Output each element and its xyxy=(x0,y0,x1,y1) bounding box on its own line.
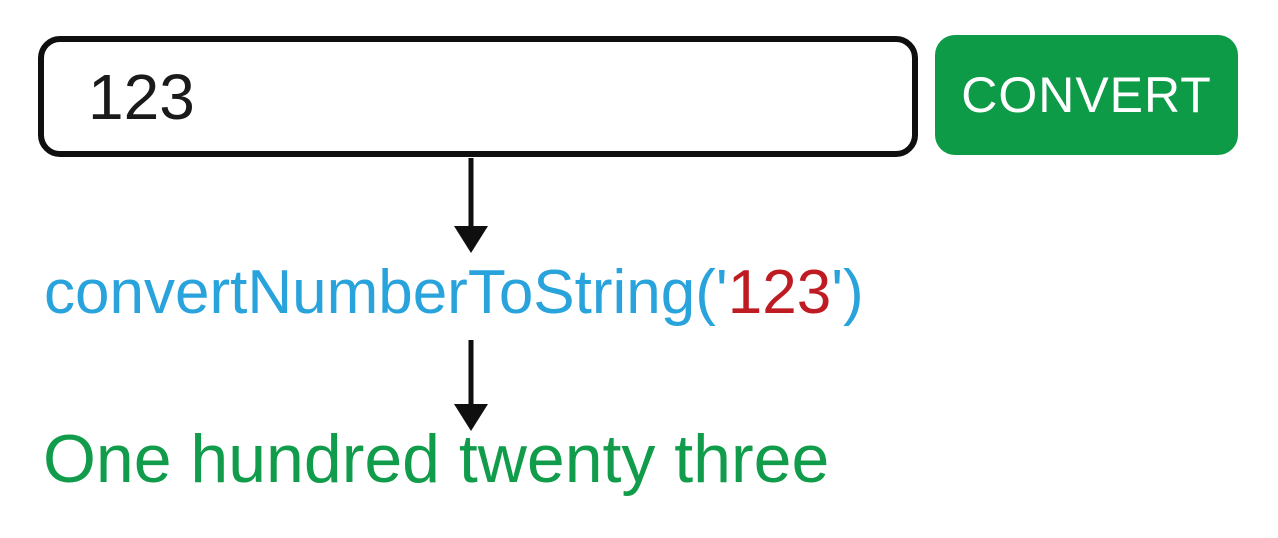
function-name-text: convertNumberToString(' xyxy=(44,258,728,327)
function-call-text: convertNumberToString('123') xyxy=(44,262,864,324)
down-arrow-icon xyxy=(454,158,488,253)
down-arrow-icon xyxy=(454,340,488,431)
number-input[interactable] xyxy=(38,36,918,157)
function-argument-text: 123 xyxy=(727,258,832,327)
result-text: One hundred twenty three xyxy=(43,421,830,497)
convert-button[interactable]: CONVERT xyxy=(935,35,1238,155)
function-call-close-text: ') xyxy=(831,258,864,327)
